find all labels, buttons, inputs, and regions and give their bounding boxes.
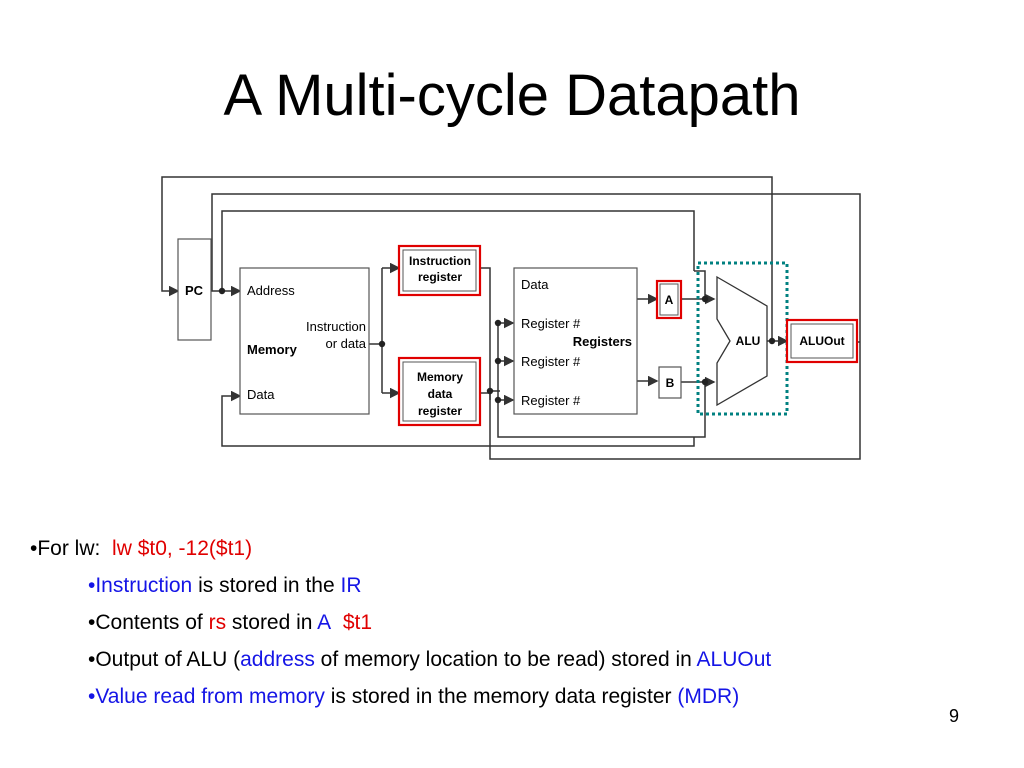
instruction-register-label-1: Instruction xyxy=(409,254,471,268)
memory-address-label: Address xyxy=(247,283,295,298)
mdr-label-2: data xyxy=(428,387,453,401)
instruction-register-label-2: register xyxy=(418,270,462,284)
bullet-contents-of-rs: •Contents of rs stored in A $t1 xyxy=(88,611,373,634)
mdr-label-3: register xyxy=(418,404,462,418)
memory-ordata-label: or data xyxy=(326,336,367,351)
pc-label: PC xyxy=(185,283,204,298)
memory-data-label: Data xyxy=(247,387,275,402)
b-register-box xyxy=(658,366,682,399)
slide-title: A Multi-cycle Datapath xyxy=(223,63,801,128)
a-register-label: A xyxy=(665,293,674,307)
pc-box xyxy=(177,238,212,341)
alu-label: ALU xyxy=(736,334,761,348)
bullet-value-read-from-memory: •Value read from memory is stored in the… xyxy=(88,685,740,708)
page-number: 9 xyxy=(949,706,960,726)
bullet-list: •For lw: lw $t0, -12($t1) •Instruction i… xyxy=(30,530,771,715)
alu-shape xyxy=(716,275,768,407)
instruction-register-highlight xyxy=(397,244,482,297)
junction-dots xyxy=(218,287,776,404)
lw-instruction-code: lw $t0, -12($t1) xyxy=(112,537,253,560)
b-register-label: B xyxy=(666,376,675,390)
memory-instruction-label: Instruction xyxy=(306,319,366,334)
wires xyxy=(161,176,861,460)
bullet-for-lw: •For lw: lw $t0, -12($t1) xyxy=(30,537,253,560)
memory-name-label: Memory xyxy=(247,342,298,357)
memory-box xyxy=(239,267,370,415)
registers-regnum-3: Register # xyxy=(521,393,581,408)
aluout-label: ALUOut xyxy=(799,334,844,348)
memory-data-register-highlight xyxy=(397,356,482,427)
registers-regnum-1: Register # xyxy=(521,316,581,331)
registers-name-label: Registers xyxy=(573,334,632,349)
bullet-output-of-alu: •Output of ALU (address of memory locati… xyxy=(88,648,772,671)
registers-box xyxy=(513,267,638,415)
aluout-highlight xyxy=(785,318,859,364)
mdr-label-1: Memory xyxy=(417,370,463,384)
a-register-highlight xyxy=(655,279,683,320)
registers-data-label: Data xyxy=(521,277,549,292)
bullet-instruction-stored: •Instruction is stored in the IR xyxy=(88,574,362,597)
registers-regnum-2: Register # xyxy=(521,354,581,369)
